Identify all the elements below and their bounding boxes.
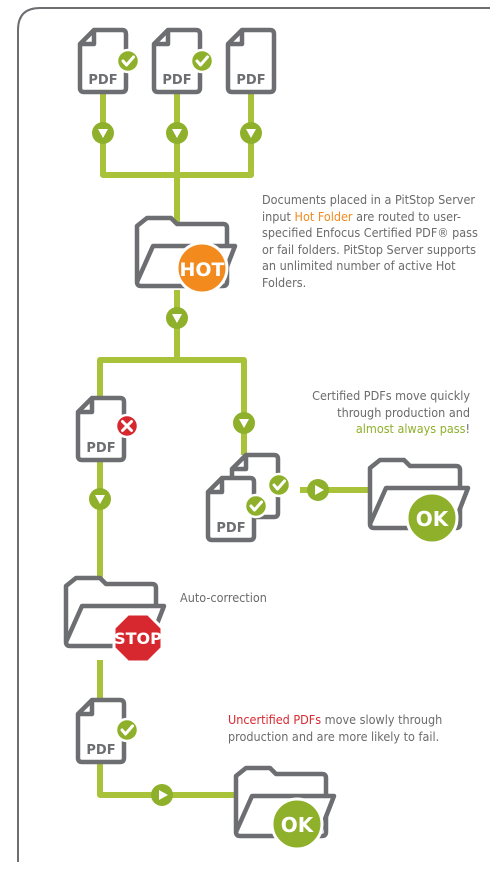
ok-badge-icon (270, 797, 324, 851)
ok-label: OK (416, 507, 450, 531)
hot-label: HOT (179, 259, 224, 281)
x-badge-icon (114, 413, 140, 439)
ok-label: OK (281, 813, 315, 837)
stop-sign-icon (112, 612, 164, 664)
arrow-down-icon (166, 122, 188, 144)
check-badge-icon (266, 472, 292, 498)
frame-border (17, 7, 490, 862)
description-text: Documents placed in a PitStop Server inp… (262, 192, 476, 224)
pdf-label: PDF (88, 73, 117, 88)
check-badge-icon (243, 493, 269, 519)
arrow-down-icon (233, 412, 255, 434)
pdf-label: PDF (216, 521, 245, 536)
hot-folder-description: Documents placed in a PitStop Server inp… (262, 192, 482, 291)
autocorrection-label: Auto-correction (180, 590, 267, 605)
hot-badge-icon (175, 241, 229, 295)
check-badge-icon (189, 48, 215, 74)
certified-description: Certified PDFs move quickly through prod… (298, 388, 470, 438)
description-text: Certified PDFs move quickly through prod… (312, 388, 470, 420)
arrow-right-icon (151, 784, 173, 806)
check-badge-icon (115, 48, 141, 74)
arrow-down-icon (92, 122, 114, 144)
description-text: ! (465, 421, 470, 436)
ok-badge-icon (405, 491, 459, 545)
arrow-down-icon (166, 307, 188, 329)
description-text: move slowly through production and are m… (228, 712, 443, 744)
uncertified-highlight: Uncertified PDFs (228, 712, 322, 727)
arrow-down-icon (89, 488, 111, 510)
arrow-down-icon (240, 122, 262, 144)
pdf-label: PDF (236, 73, 265, 88)
check-badge-icon (114, 717, 140, 743)
arrow-right-icon (307, 479, 329, 501)
uncertified-description: Uncertified PDFs move slowly through pro… (228, 712, 458, 745)
hot-folder-highlight: Hot Folder (294, 208, 353, 224)
pdf-label: PDF (162, 73, 191, 88)
stop-label: STOP (114, 629, 162, 648)
description-text: are routed to user-specified Enfocus Cer… (262, 208, 478, 290)
pdf-label: PDF (86, 441, 115, 456)
pdf-label: PDF (86, 743, 115, 758)
almost-always-pass-highlight: almost always pass (355, 421, 466, 436)
